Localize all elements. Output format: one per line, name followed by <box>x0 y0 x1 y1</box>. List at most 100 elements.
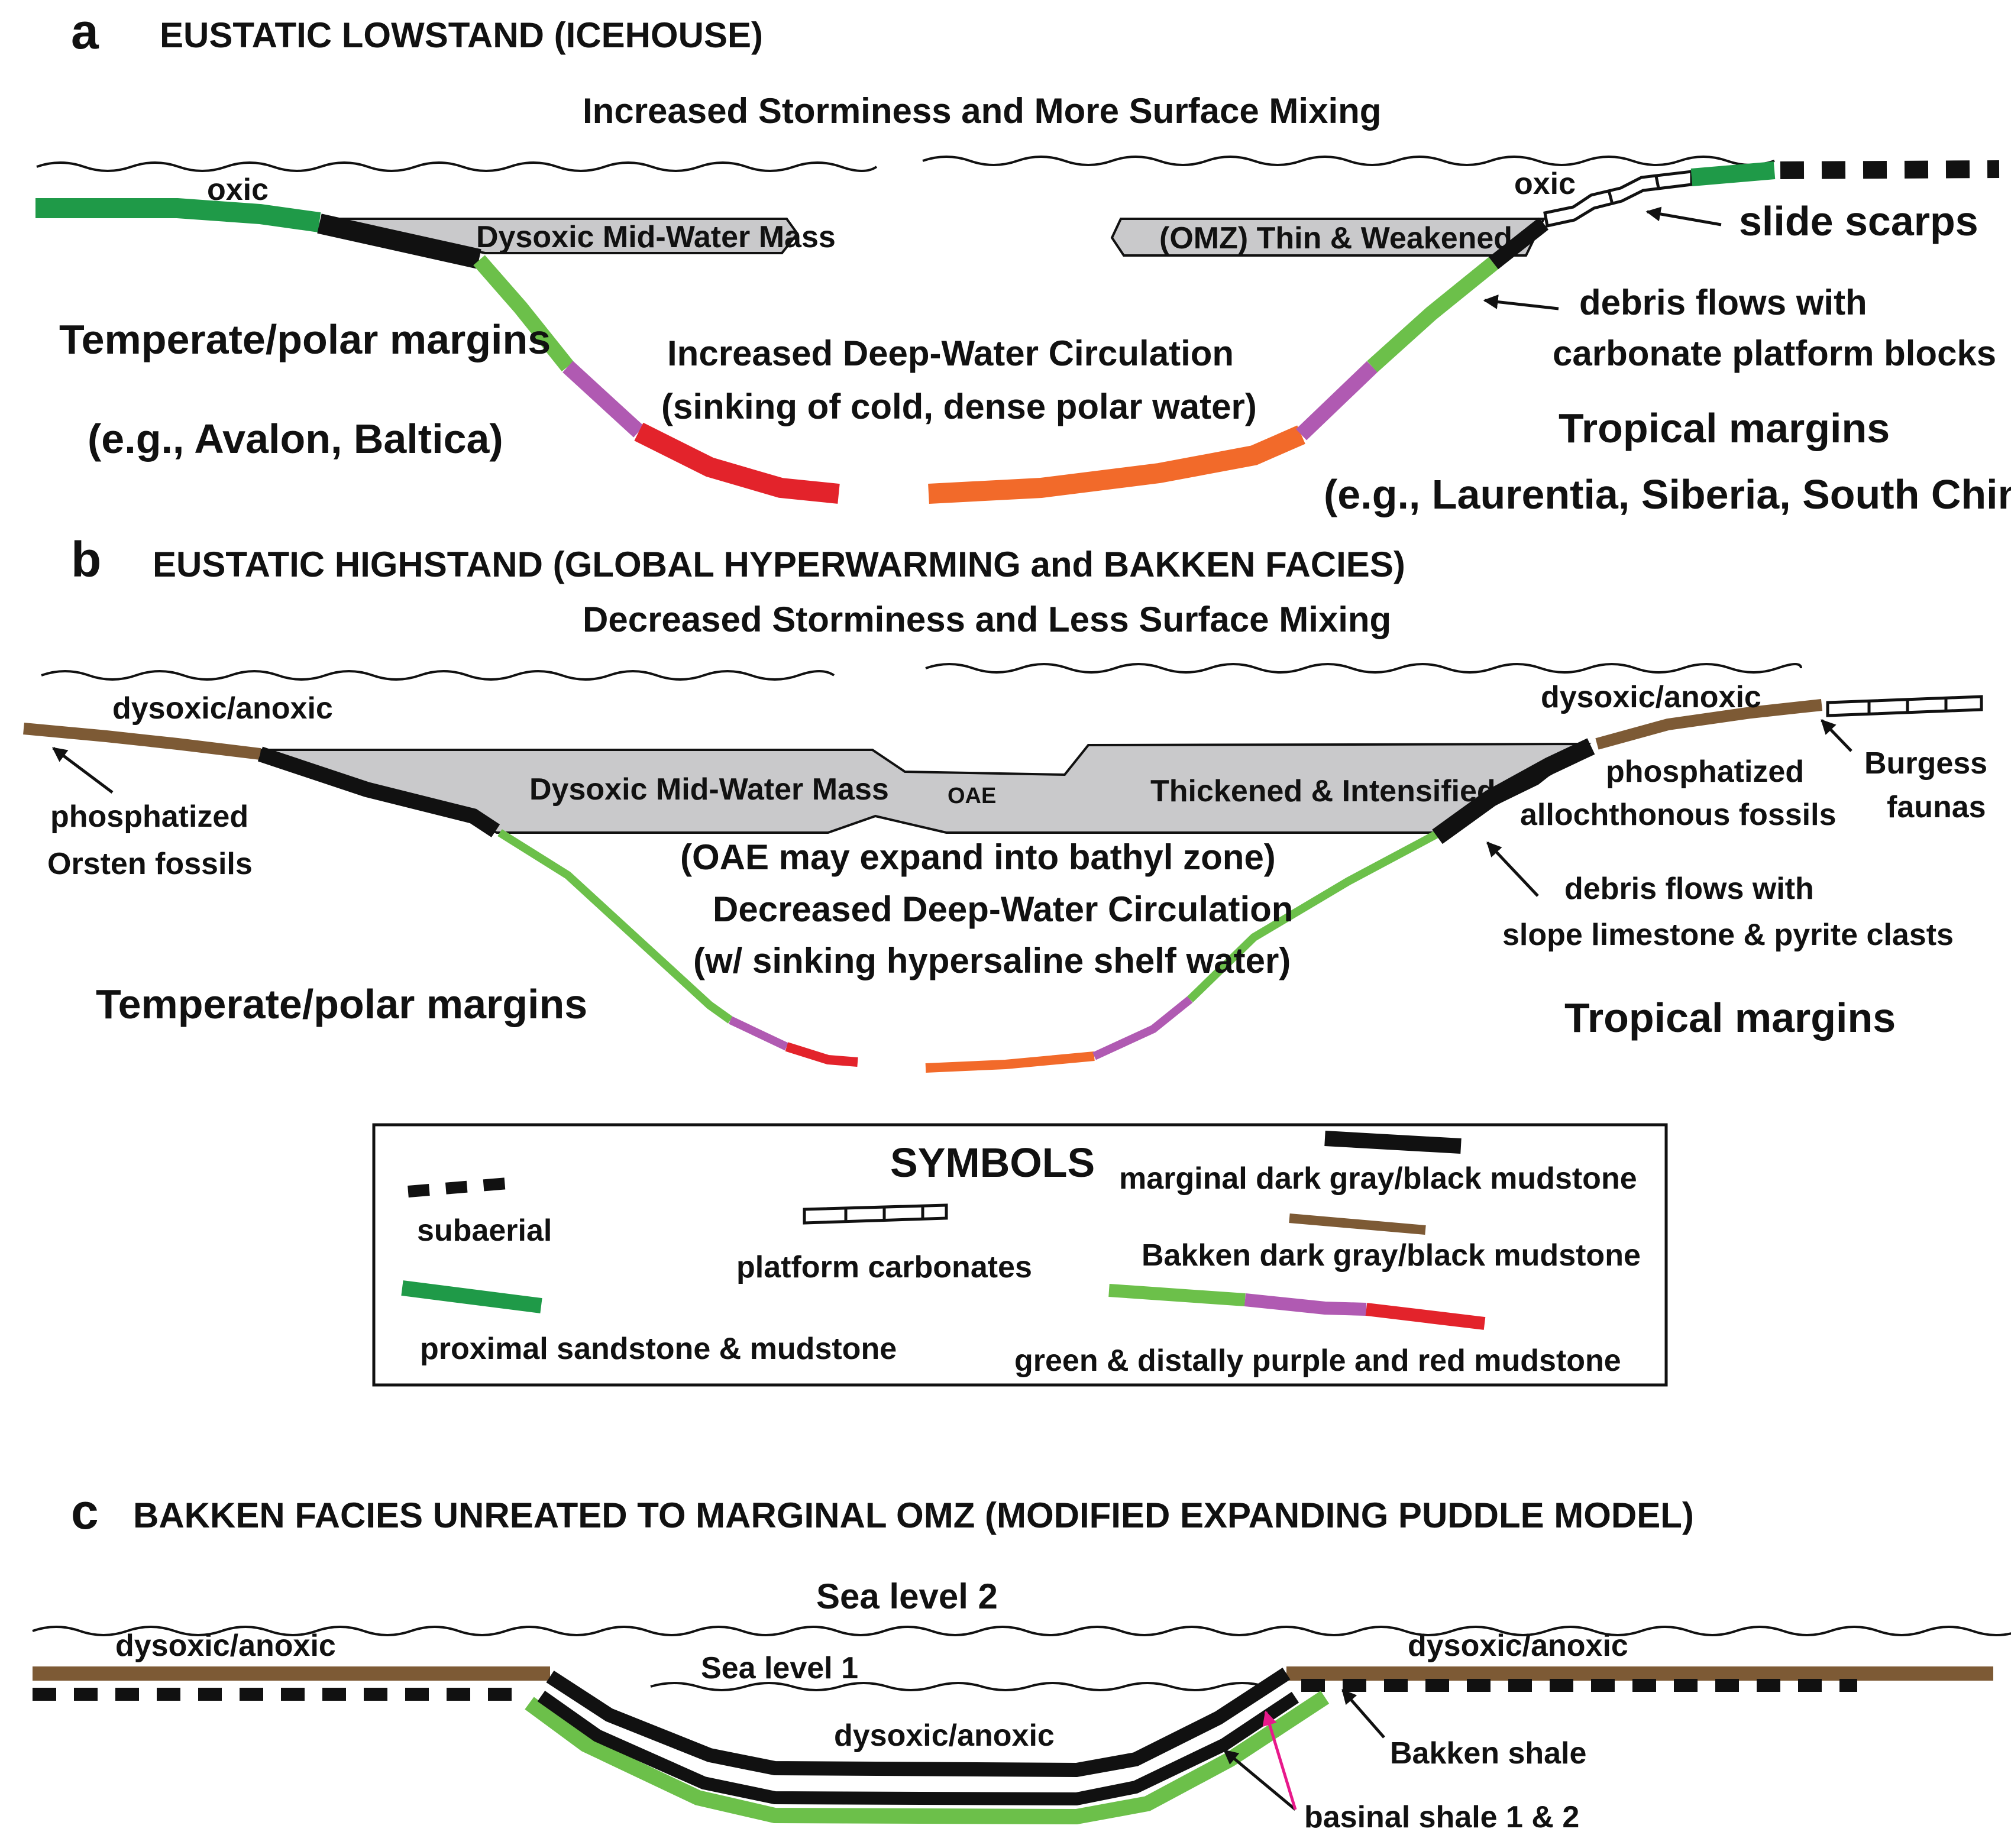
proximal-sandstone-left-a <box>35 198 321 232</box>
basin-green-c <box>525 1691 1330 1825</box>
oxic-left-label: oxic <box>207 173 269 207</box>
marginal-black-right-b <box>1432 738 1595 844</box>
bakken-brown-left-b <box>23 723 261 760</box>
sea-surface-right-b <box>925 663 1802 674</box>
panel-a-surface-note: Increased Storminess and More Surface Mi… <box>583 91 1381 131</box>
burgess-line2: faunas <box>1887 790 1986 824</box>
green-slope-left-b <box>497 829 733 1024</box>
phos-line1: phosphatized <box>1606 755 1804 789</box>
dys-right-b-label: dysoxic/anoxic <box>1541 680 1761 714</box>
basinal-shale-arrow-black <box>1223 1749 1297 1811</box>
legend-subaerial-symbol <box>408 1177 515 1198</box>
panel-b-letter: b <box>71 532 101 587</box>
marginal-black-right-a <box>1488 217 1549 270</box>
legend-title: SYMBOLS <box>890 1140 1095 1186</box>
purple-slope-right-b <box>1092 996 1193 1060</box>
bakken-brown-right-b <box>1595 699 1823 750</box>
sea-level-1-label: Sea level 1 <box>701 1651 858 1685</box>
temperate-examples-a: (e.g., Avalon, Baltica) <box>88 416 503 462</box>
temperate-label-a: Temperate/polar margins <box>59 316 551 363</box>
dys-left-b-label: dysoxic/anoxic <box>112 691 333 726</box>
burgess-arrow <box>1821 719 1852 752</box>
purple-slope-left-a <box>562 361 644 438</box>
debris-b-line2: slope limestone & pyrite clasts <box>1502 918 1954 952</box>
slide-scarps-arrow <box>1645 206 1722 226</box>
panel-b-title: EUSTATIC HIGHSTAND (GLOBAL HYPERWARMING … <box>153 545 1405 584</box>
panel-a-letter: a <box>71 4 99 59</box>
mid-water-right-label: (OMZ) Thin & Weakened <box>1159 221 1512 255</box>
panel-b-surface-note: Decreased Storminess and Less Surface Mi… <box>583 600 1391 639</box>
dys-basin-label: dysoxic/anoxic <box>834 1718 1055 1753</box>
bakken-shale-label: Bakken shale <box>1390 1736 1586 1771</box>
oae-note: (OAE may expand into bathyl zone) <box>680 837 1276 877</box>
dys-left-c-label: dysoxic/anoxic <box>115 1629 336 1663</box>
legend-green-purple-red-symbol <box>1108 1284 1486 1330</box>
sea-level-2-label: Sea level 2 <box>816 1577 998 1616</box>
legend-marginal-symbol <box>1324 1131 1462 1154</box>
tropical-label-a: Tropical margins <box>1559 405 1890 451</box>
green-slope-left-a <box>473 255 574 372</box>
mid-water-b-label: Dysoxic Mid-Water Mass <box>529 772 889 807</box>
platform-carbonate-steps-a <box>1543 170 1693 228</box>
sea-surface-left <box>36 161 878 172</box>
tropical-label-b: Tropical margins <box>1564 995 1896 1041</box>
subaerial-dash-a <box>1780 160 2000 179</box>
symbols-legend: SYMBOLS subaerial platform carbonates ma… <box>372 1123 1668 1387</box>
legend-platform-label: platform carbonates <box>736 1250 1032 1284</box>
purple-slope-right-a <box>1296 361 1378 441</box>
legend-marginal-label: marginal dark gray/black mudstone <box>1119 1161 1637 1196</box>
legend-bakken-label: Bakken dark gray/black mudstone <box>1142 1238 1641 1273</box>
orange-basin-right-b <box>925 1051 1095 1073</box>
panel-c-letter: c <box>71 1484 99 1539</box>
panel-a: a EUSTATIC LOWSTAND (ICEHOUSE) Increased… <box>35 4 2011 517</box>
sea-surface-left-b <box>41 670 835 681</box>
basinal-shale-2-c <box>537 1691 1299 1806</box>
thickened-label: Thickened & Intensified <box>1150 774 1496 808</box>
panel-a-title: EUSTATIC LOWSTAND (ICEHOUSE) <box>160 15 763 55</box>
orsten-line2: Orsten fossils <box>47 847 253 881</box>
orange-basin-right-a <box>928 425 1305 504</box>
red-slope-left-a <box>634 422 840 504</box>
proximal-sandstone-right-a <box>1690 161 1776 186</box>
deep-water-a-line1: Increased Deep-Water Circulation <box>667 334 1234 373</box>
oae-label: OAE <box>948 784 996 808</box>
red-slope-left-b <box>785 1042 858 1067</box>
mid-water-left-label: Dysoxic Mid-Water Mass <box>476 220 836 254</box>
orsten-arrow <box>52 747 114 794</box>
legend-box <box>372 1123 1668 1387</box>
omz-thin-mass-a <box>1110 218 1546 257</box>
sea-level-1-line <box>650 1682 1266 1691</box>
basinal-shale-1-c <box>546 1667 1291 1778</box>
platform-carbonates-b <box>1826 695 1983 717</box>
legend-platform-symbol <box>803 1203 948 1225</box>
temperate-label-b: Temperate/polar margins <box>96 981 587 1027</box>
debris-flows-arrow-b <box>1486 842 1539 897</box>
orsten-line1: phosphatized <box>50 800 248 834</box>
debris-flows-arrow-a <box>1483 294 1559 310</box>
basinal-shale-arrow-magenta <box>1262 1710 1297 1810</box>
debris-b-line1: debris flows with <box>1564 872 1814 906</box>
green-slope-right-b <box>1187 830 1440 1003</box>
legend-bakken-symbol <box>1289 1213 1426 1235</box>
basinal-shale-label: basinal shale 1 & 2 <box>1304 1800 1579 1834</box>
tropical-examples-a: (e.g., Laurentia, Siberia, South China) <box>1324 471 2011 517</box>
burgess-line1: Burgess <box>1864 746 1987 781</box>
debris-a-line1: debris flows with <box>1579 283 1867 322</box>
panel-c: c BAKKEN FACIES UNREATED TO MARGINAL OMZ… <box>32 1484 2011 1834</box>
deep-water-b-line2: (w/ sinking hypersaline shelf water) <box>693 941 1291 980</box>
sea-level-2-line <box>32 1626 2011 1636</box>
slide-scarps-label: slide scarps <box>1739 198 1978 244</box>
marginal-black-left-b <box>257 746 500 837</box>
phos-line2: allochthonous fossils <box>1520 798 1837 832</box>
deep-water-a-line2: (sinking of cold, dense polar water) <box>661 387 1257 426</box>
bakken-shale-arrow <box>1341 1689 1385 1739</box>
panel-c-title: BAKKEN FACIES UNREATED TO MARGINAL OMZ (… <box>133 1496 1694 1535</box>
panel-b: b EUSTATIC HIGHSTAND (GLOBAL HYPERWARMIN… <box>23 532 1987 1073</box>
purple-slope-left-b <box>729 1016 788 1051</box>
legend-subaerial-label: subaerial <box>417 1213 552 1248</box>
legend-gpr-label: green & distally purple and red mudstone <box>1014 1344 1621 1378</box>
oxic-right-label: oxic <box>1514 167 1576 201</box>
green-slope-right-a <box>1367 257 1499 373</box>
dys-right-c-label: dysoxic/anoxic <box>1408 1629 1628 1663</box>
